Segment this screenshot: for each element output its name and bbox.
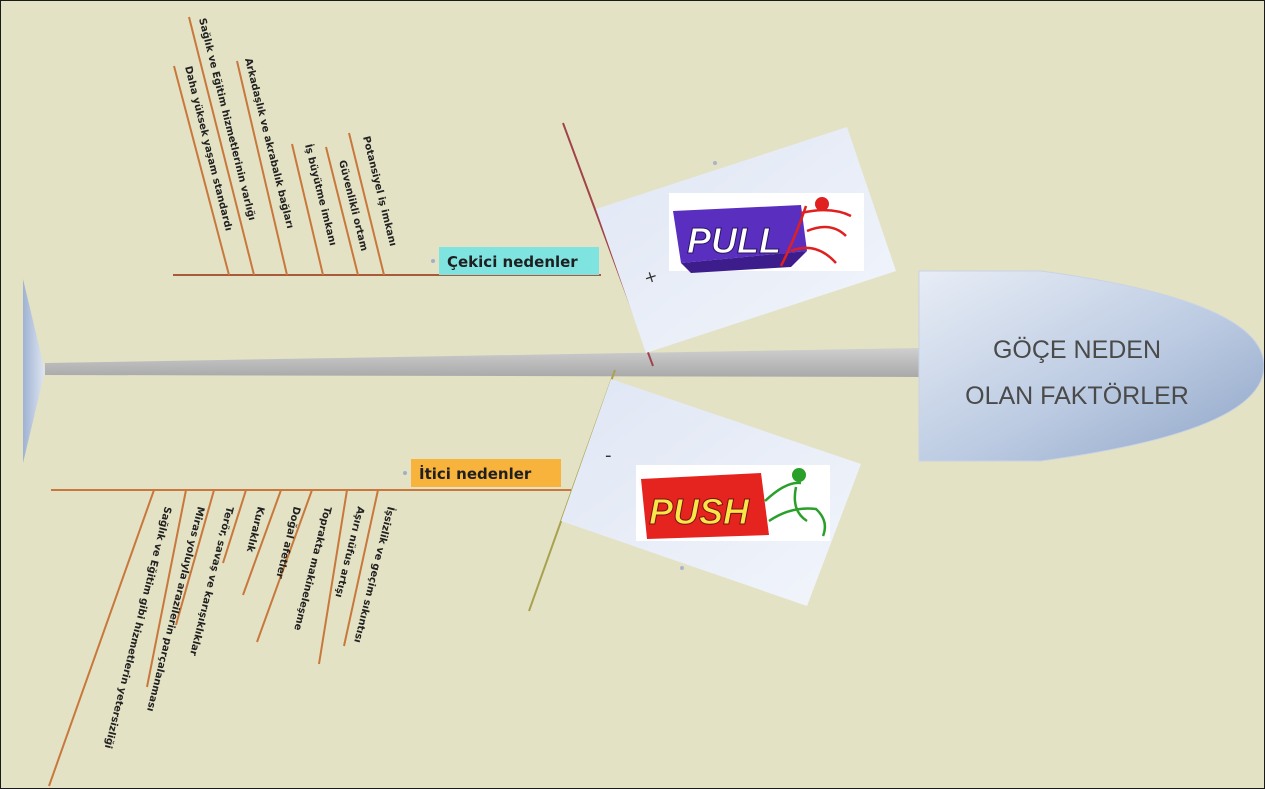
push-logo-text: PUSH	[649, 491, 750, 532]
pull-rib-2	[325, 146, 359, 276]
head-title-line-2: OLAN FAKTÖRLER	[965, 382, 1189, 410]
pull-card-handle	[713, 161, 717, 165]
fish-tail	[23, 279, 45, 463]
push-rib-4	[242, 489, 282, 596]
fish-head	[918, 270, 1264, 462]
pull-label-handle	[431, 259, 435, 263]
pull-label-box	[439, 247, 599, 275]
pull-logo: PULL	[669, 193, 864, 273]
pull-rib-3	[291, 143, 324, 276]
push-rib-5	[222, 489, 247, 564]
push-cause-8: Sağlık ve Eğitim gibi hizmetlerin yeters…	[102, 505, 174, 750]
pull-label: Çekici nedenler	[447, 253, 578, 271]
push-rib-6	[175, 489, 215, 626]
push-rib-7	[146, 489, 187, 688]
push-rib-2	[318, 489, 348, 665]
push-label: İtici nedenler	[419, 464, 532, 483]
pull-logo-text: PULL	[687, 220, 781, 261]
pull-cause-3: İş büyütme imkanı	[302, 142, 341, 247]
pull-sign: +	[641, 266, 660, 288]
pull-rib-6	[173, 65, 230, 276]
push-rib-3	[256, 489, 313, 643]
main-spine	[45, 348, 921, 377]
push-rib-1	[343, 489, 379, 647]
pull-rib-4	[236, 60, 288, 276]
pull-rib-1	[348, 132, 385, 276]
push-label-handle	[403, 471, 407, 475]
push-cause-5: Kuraklık	[244, 505, 266, 553]
pull-cause-1: Potansiyel iş imkanı	[360, 135, 398, 247]
push-cause-7: Miras yoluyla arazilerin parçalanması	[144, 505, 206, 712]
push-rib-8	[48, 489, 155, 787]
push-card-handle	[680, 566, 684, 570]
head-title-line-1: GÖÇE NEDEN	[993, 336, 1161, 364]
push-cause-4: Doğal afetler	[273, 505, 303, 580]
pull-rib-5	[188, 16, 255, 276]
push-logo: PUSH	[636, 465, 830, 541]
push-sign: -	[605, 445, 612, 466]
push-label-box	[411, 459, 561, 487]
